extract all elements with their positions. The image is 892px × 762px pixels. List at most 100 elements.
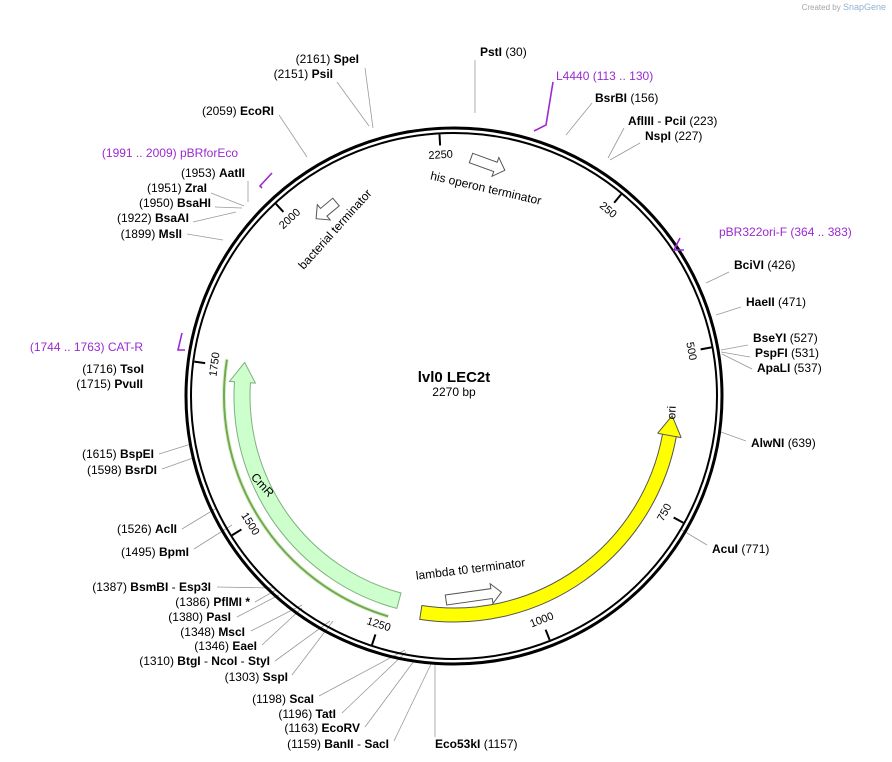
leader-line (720, 351, 751, 358)
tick-label: 1750 (207, 351, 222, 377)
site-acli: (1526) AclI (117, 522, 177, 536)
site-nspi: NspI (227) (645, 129, 702, 143)
site-ecori: (2059) EcoRI (202, 104, 274, 118)
tick-mark (438, 134, 442, 146)
primer-pbr322ori-f: pBR322ori-F (364 .. 383) (719, 225, 852, 239)
site-zrai: (1951) ZraI (147, 181, 207, 195)
feature-cmr (228, 361, 402, 610)
site-bspei: (1615) BspEI (82, 447, 154, 461)
plasmid-name: lvl0 LEC2t (418, 369, 491, 386)
his-operon-terminator-arrow (468, 152, 506, 178)
primer-l4440: L4440 (113 .. 130) (556, 69, 653, 83)
leader-line (607, 127, 625, 159)
feature-label-his-operon-terminator: his operon terminator (429, 169, 543, 208)
site-bcivi: BciVI (426) (734, 258, 795, 272)
site-bseyi: BseYI (527) (753, 331, 818, 345)
site-bsrbi: BsrBI (156) (595, 91, 658, 105)
cmr-strand-glow (222, 359, 389, 619)
site-psti: PstI (30) (480, 45, 527, 59)
tick-mark (275, 203, 285, 213)
snapgene-logo: SnapGene (842, 2, 886, 12)
leader-line (192, 211, 237, 223)
leader-line (721, 353, 753, 370)
site-acui: AcuI (771) (712, 542, 769, 556)
primer-cat-r: (1744 .. 1763) CAT-R (30, 340, 144, 354)
leader-line (274, 620, 331, 662)
site-bsmbi: (1387) BsmBI - Esp3I (92, 580, 211, 594)
leader-line (609, 142, 641, 161)
leader-line (161, 457, 194, 470)
site-afliii: AflIII - PciI (223) (628, 114, 717, 128)
site-pasi: (1380) PasI (168, 610, 231, 624)
leader-line (336, 81, 370, 127)
tick-label: 250 (597, 200, 619, 221)
features-layer (176, 81, 684, 623)
site-alwni: AlwNI (639) (751, 436, 816, 450)
tick-label: 1000 (528, 610, 555, 630)
site-msci: (1348) MscI (180, 625, 245, 639)
leader-line (181, 508, 216, 530)
leader-line (291, 620, 334, 676)
backbone-outer-circle (184, 126, 724, 666)
site-eaei: (1346) EaeI (194, 639, 257, 653)
leader-line (236, 594, 280, 618)
leader-line (186, 233, 224, 241)
leader-line (210, 192, 245, 207)
leader-line (720, 344, 749, 351)
tick-mark (673, 516, 684, 524)
site-tsoi: (1716) TsoI (82, 362, 144, 376)
site-pvuii: (1715) PvuII (76, 377, 143, 391)
primer-mark (672, 237, 684, 251)
tick-label: 500 (683, 341, 698, 361)
snapgene-credit: Created by SnapGene (802, 2, 886, 12)
feature-ori (419, 414, 682, 623)
leader-line (158, 443, 192, 455)
tick-mark (613, 193, 622, 204)
primer-mark (258, 172, 273, 189)
site-bsahi: (1950) BsaHI (139, 196, 211, 210)
site-sspi: (1303) SspI (225, 670, 288, 684)
site-btgi: (1310) BtgI - NcoI - StyI (139, 654, 270, 668)
site-aatii: (1953) AatII (181, 166, 245, 180)
site-psii: (2151) PsiI (274, 67, 333, 81)
leader-line (393, 663, 432, 742)
tick-mark (544, 629, 551, 641)
leader-line (193, 524, 233, 550)
tick-mark (231, 528, 242, 537)
site-eco53ki: Eco53kI (1157) (435, 737, 518, 751)
primer-mark (533, 81, 554, 132)
tick-mark (700, 346, 712, 351)
site-tati: (1196) TatI (278, 707, 336, 721)
site-scai: (1198) ScaI (252, 692, 314, 706)
leader-line (715, 306, 742, 316)
feature-label-ori: ori (664, 406, 678, 420)
plasmid-backbone (184, 126, 724, 666)
site-ecorv: (1163) EcoRV (284, 721, 360, 735)
leader-line (364, 67, 374, 129)
leader-line (250, 604, 303, 632)
site-bsaai: (1922) BsaAI (117, 211, 189, 225)
site-bpmi: (1495) BpmI (121, 545, 189, 559)
tick-mark (194, 360, 206, 365)
feature-label-lambda-t0-terminator: lambda t0 terminator (415, 555, 526, 582)
site-haeii: HaeII (471) (746, 295, 806, 309)
site-pspfi: PspFI (531) (755, 346, 819, 360)
site-bsrdi: (1598) BsrDI (87, 463, 157, 477)
leader-line (364, 660, 415, 728)
plasmid-length: 2270 bp (432, 385, 476, 399)
credit-prefix: Created by (801, 3, 841, 12)
site-pflmi: (1386) PflMI * (175, 595, 250, 609)
site-apali: ApaLI (537) (757, 361, 822, 375)
site-msli: (1899) MslI (121, 227, 182, 241)
leader-line (705, 271, 730, 284)
feature-label-bacterial-terminator: bacterial terminator (295, 186, 374, 272)
leader-line (216, 586, 274, 589)
leader-line (214, 206, 243, 209)
primer-mark (176, 332, 185, 351)
lambda-t0-terminator-arrow (444, 582, 503, 606)
tick-label: 2250 (428, 149, 453, 162)
center-label: lvl0 LEC2t 2270 bp (418, 369, 491, 399)
bacterial-terminator-arrow (315, 197, 340, 221)
site-banii: (1159) BanII - SacI (287, 737, 389, 751)
